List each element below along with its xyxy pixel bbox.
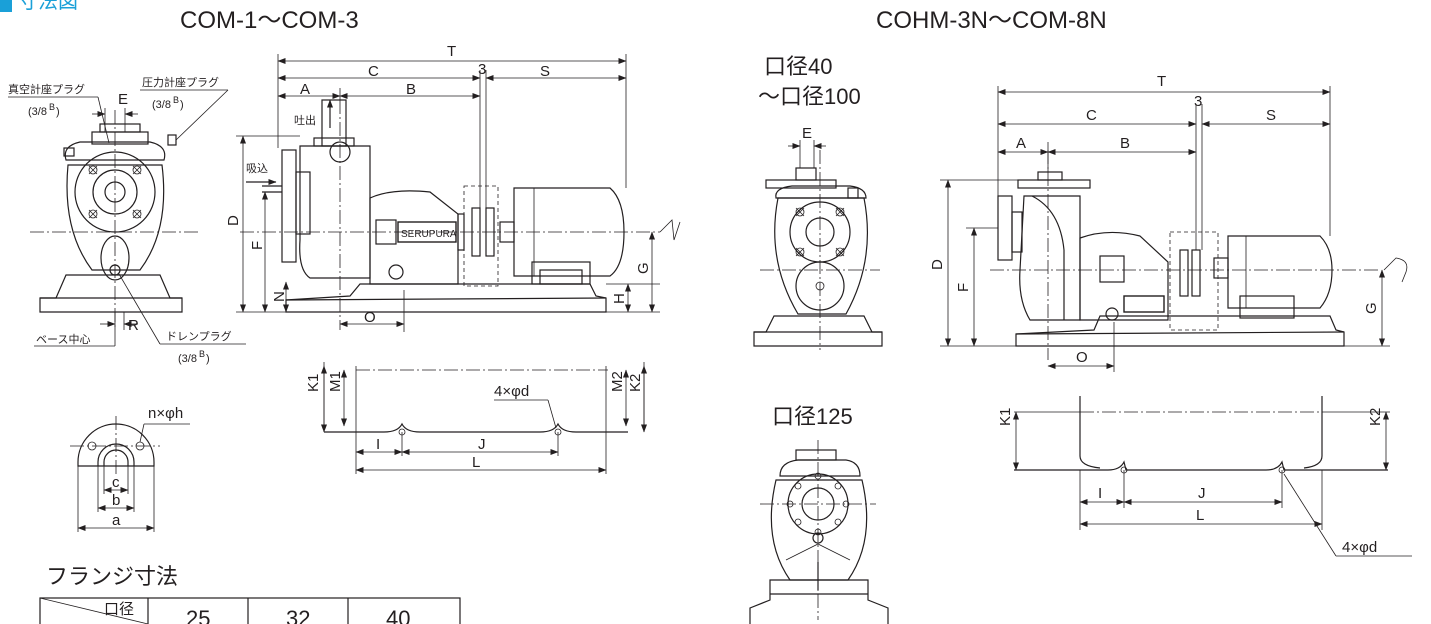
- vacuum-plug-label: 真空計座プラグ: [8, 82, 85, 96]
- left-dim-D: D: [225, 215, 242, 226]
- discharge-label: 吐出: [294, 113, 316, 127]
- right-dim-D: D: [929, 259, 946, 270]
- right-dim-B: B: [1120, 135, 1130, 152]
- flange-dim-c: c: [112, 474, 120, 491]
- flange-holes-label: n×φh: [148, 405, 183, 422]
- left-front-callouts: 真空計座プラグ (3/8 B ) 圧力計座プラグ (3/8 B ) E R ベー…: [8, 75, 246, 365]
- vacuum-plug-close: ): [56, 106, 60, 118]
- right-drawing-title: COHM-3N～COM-8N: [876, 7, 1107, 34]
- flange-table-col-25: 25: [186, 606, 210, 624]
- vacuum-plug-size: (3/8: [28, 106, 47, 118]
- left-dim-G: G: [635, 262, 652, 274]
- flange-table: フランジ寸法 口径 25 32 40: [39, 564, 461, 624]
- right-side-view: [990, 150, 1408, 360]
- left-drawing-title: COM-1～COM-3: [180, 7, 359, 34]
- right-front-view-125: [749, 440, 889, 624]
- right-front-view-40-100: E: [753, 125, 883, 350]
- bore-label-40: 口径40: [764, 54, 832, 79]
- right-dim-3: 3: [1194, 93, 1202, 110]
- left-dim-R: R: [128, 317, 139, 334]
- left-front-view: [30, 110, 200, 330]
- left-dim-N: N: [271, 291, 288, 302]
- left-dim-S: S: [540, 63, 550, 80]
- flange-table-title: フランジ寸法: [46, 564, 178, 589]
- vacuum-plug-sup: B: [49, 102, 55, 112]
- left-flange-detail: n×φh c b a: [70, 405, 190, 532]
- right-dim-E: E: [802, 125, 812, 142]
- left-dim-M2: M2: [609, 371, 626, 392]
- drain-plug-label: ドレンプラグ: [166, 329, 232, 343]
- flange-table-corner: 口径: [104, 601, 134, 618]
- suction-label: 吸込: [246, 162, 268, 175]
- flange-table-col-32: 32: [286, 606, 310, 624]
- right-dim-I: I: [1098, 485, 1102, 502]
- bore-label-125: 口径125: [772, 404, 853, 429]
- bore-label-100: ～口径100: [758, 84, 861, 109]
- right-dim-J: J: [1198, 485, 1206, 502]
- left-dim-I: I: [376, 436, 380, 453]
- right-dim-A: A: [1016, 135, 1026, 152]
- left-dim-M1: M1: [327, 371, 344, 392]
- left-dim-K1: K1: [305, 374, 322, 392]
- base-center-label: ベース中心: [36, 333, 90, 346]
- left-dim-L: L: [472, 454, 480, 471]
- left-base-plan: K1 M1 M2 K2 4×φd I J L: [305, 362, 647, 474]
- right-dim-C: C: [1086, 107, 1097, 124]
- left-dim-H: H: [611, 293, 628, 304]
- left-dim-F: F: [249, 241, 266, 250]
- flange-dim-b: b: [112, 492, 120, 509]
- left-dim-C: C: [368, 63, 379, 80]
- pressure-plug-sup: B: [173, 95, 179, 105]
- left-side-dimensions: T C 3 S A B D F N H G: [225, 43, 681, 332]
- right-bolt-label: 4×φd: [1342, 539, 1377, 556]
- right-dim-K2: K2: [1367, 408, 1384, 426]
- left-dim-B: B: [406, 81, 416, 98]
- left-dim-A: A: [300, 81, 310, 98]
- left-dim-J: J: [478, 436, 486, 453]
- right-dim-K1: K1: [997, 408, 1014, 426]
- drain-plug-sup: B: [199, 349, 205, 359]
- right-dim-G: G: [1363, 302, 1380, 314]
- left-dim-O: O: [364, 309, 376, 326]
- heading-text: 寸法図: [18, 0, 78, 13]
- left-dim-T: T: [447, 43, 456, 60]
- left-bolt-label: 4×φd: [494, 383, 529, 400]
- pressure-plug-size: (3/8: [152, 99, 171, 111]
- right-base-plan: K1 K2 I J L 4×φd: [997, 396, 1412, 557]
- flange-table-col-40: 40: [386, 606, 410, 624]
- flange-dim-a: a: [112, 512, 121, 529]
- right-dim-F: F: [955, 283, 972, 292]
- left-dim-K2: K2: [627, 374, 644, 392]
- right-dim-S: S: [1266, 107, 1276, 124]
- pressure-plug-close: ): [180, 99, 184, 111]
- drain-plug-size: (3/8: [178, 353, 197, 365]
- right-dim-L: L: [1196, 507, 1204, 524]
- left-dim-E: E: [118, 91, 128, 108]
- section-heading: 寸法図: [0, 0, 78, 13]
- left-dim-3: 3: [478, 61, 486, 78]
- right-dim-T: T: [1157, 73, 1166, 90]
- heading-marker: [0, 0, 12, 12]
- drain-plug-close: ): [206, 353, 210, 365]
- left-side-view: SERUPURA 吐出 吸込: [240, 99, 660, 330]
- nameplate: SERUPURA: [401, 229, 457, 240]
- right-dim-O: O: [1076, 349, 1088, 366]
- pressure-plug-label: 圧力計座プラグ: [142, 75, 219, 89]
- right-side-dimensions: T C 3 S A B D F G O: [929, 73, 1390, 372]
